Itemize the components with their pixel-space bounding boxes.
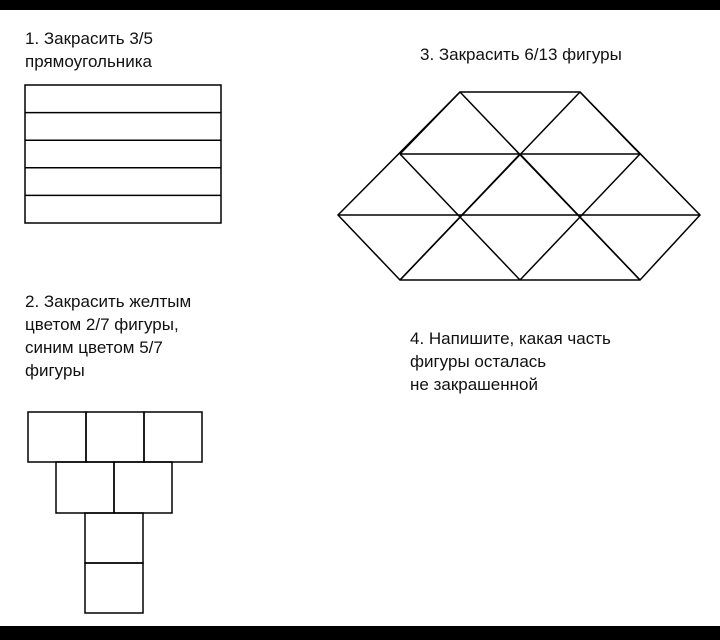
rectangle-outline xyxy=(24,84,222,224)
triangle-edge xyxy=(399,91,461,155)
square xyxy=(55,461,115,514)
square xyxy=(84,562,144,614)
task-4-text: 4. Напишите, какая часть фигуры осталась… xyxy=(410,329,611,394)
task-1-text: 1. Закрасить 3/5 прямоугольника xyxy=(25,29,153,71)
square xyxy=(84,512,144,564)
square xyxy=(85,411,145,463)
square-figure xyxy=(27,411,203,614)
task-2-text: 2. Закрасить желтым цветом 2/7 фигуры, с… xyxy=(25,292,192,380)
figures-canvas xyxy=(24,84,702,614)
worksheet: 1. Закрасить 3/5 прямоугольника 2. Закра… xyxy=(0,10,720,626)
triangle-edge xyxy=(579,91,641,155)
triangle-figure-outline xyxy=(336,91,702,281)
striped-rectangle xyxy=(24,84,222,224)
bottom-border xyxy=(0,626,720,640)
triangle-edge xyxy=(519,153,641,281)
triangle-edge xyxy=(399,153,521,281)
square xyxy=(143,411,203,463)
triangle-figure xyxy=(336,91,702,281)
square xyxy=(113,461,173,514)
square xyxy=(27,411,87,463)
top-border xyxy=(0,0,720,10)
task-3-text: 3. Закрасить 6/13 фигуры xyxy=(420,45,622,64)
